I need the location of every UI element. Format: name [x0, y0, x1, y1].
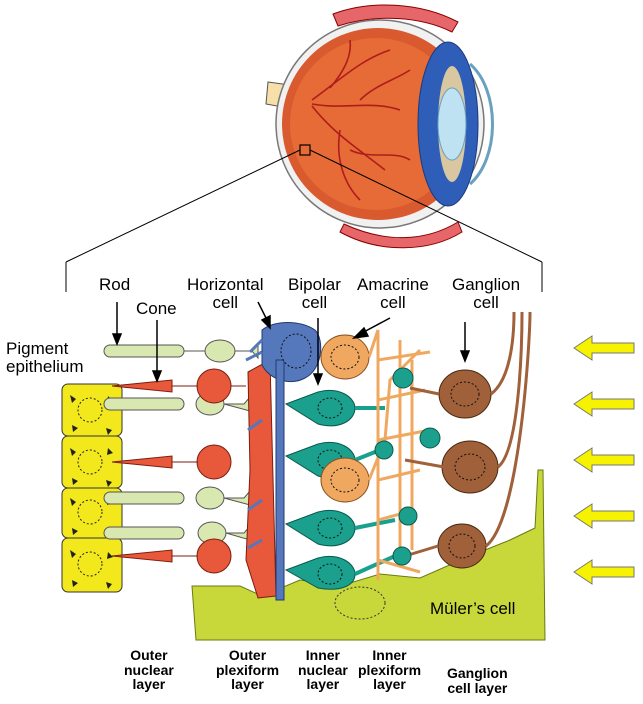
label-amacrine-cell: Amacrine cell [357, 276, 429, 312]
rods [103, 339, 259, 545]
label-opl-line2: plexiform [216, 661, 280, 678]
cone-pedicles [245, 359, 277, 599]
light-arrows [573, 335, 635, 585]
label-bipolar-line1: Bipolar [288, 275, 341, 294]
cones [111, 368, 246, 574]
label-outer-plexiform-layer: Outer plexiform layer [216, 648, 279, 692]
label-inner-nuclear-layer: Inner nuclear layer [298, 648, 348, 692]
arrow-left-icon [573, 559, 635, 585]
label-outer-nuclear-layer: Outer nuclear layer [124, 648, 174, 692]
label-ganglion-line2: cell [473, 292, 499, 312]
label-inl-line3: layer [306, 676, 340, 693]
label-onl-line2: nuclear [124, 661, 174, 678]
label-rod: Rod [99, 275, 131, 294]
eyeball [265, 4, 494, 249]
synaptic-terminals [374, 367, 441, 566]
label-bipolar-line2: cell [301, 292, 328, 312]
upper-eye-muscle [332, 4, 459, 33]
label-ganglion-cell: Ganglion cell [452, 276, 520, 312]
label-ganglion-cell-layer: Ganglion cell layer [447, 666, 508, 695]
arrow-left-icon [573, 503, 635, 529]
label-amacrine-line2: cell [380, 292, 406, 312]
pigment-epithelium [61, 383, 123, 593]
label-onl-line3: layer [132, 676, 166, 693]
blood-vessels [311, 39, 411, 201]
label-gcl-line2: cell layer [447, 679, 508, 696]
label-amacrine-line1: Amacrine [357, 275, 429, 294]
zoom-lines [65, 149, 543, 292]
arrow-left-icon [573, 447, 635, 473]
label-pointers [111, 301, 471, 387]
amacrine-cells [320, 334, 370, 503]
label-opl-line1: Outer [228, 647, 267, 663]
label-inner-plexiform-layer: Inner plexiform layer [358, 648, 421, 692]
label-inl-line1: Inner [305, 647, 341, 663]
label-horizontal-line1: Horizontal [187, 275, 264, 294]
ganglion-axons [404, 311, 532, 558]
label-ganglion-line1: Ganglion [452, 275, 521, 294]
label-ipl-line1: Inner [372, 647, 407, 663]
label-inl-line2: nuclear [298, 661, 348, 678]
label-horizontal-cell: Horizontal cell [187, 276, 264, 312]
label-ipl-line3: layer [373, 676, 406, 693]
label-pigment-epithelium: Pigment epithelium [6, 340, 84, 376]
label-muller-cell: Müler’s cell [430, 599, 516, 618]
muller-nucleus [334, 586, 386, 620]
label-onl-line1: Outer [130, 647, 168, 663]
label-cone: Cone [136, 299, 177, 318]
arrow-left-icon [573, 391, 635, 417]
label-bipolar-cell: Bipolar cell [288, 276, 341, 312]
label-pigment-line2: epithelium [6, 356, 84, 376]
label-gcl-line1: Ganglion [447, 665, 508, 681]
label-pigment-line1: Pigment [6, 339, 69, 358]
label-horizontal-line2: cell [212, 292, 239, 312]
ganglion-cells [437, 369, 499, 569]
arrow-left-icon [573, 335, 635, 361]
label-opl-line3: layer [231, 676, 264, 693]
label-ipl-line2: plexiform [358, 661, 422, 678]
